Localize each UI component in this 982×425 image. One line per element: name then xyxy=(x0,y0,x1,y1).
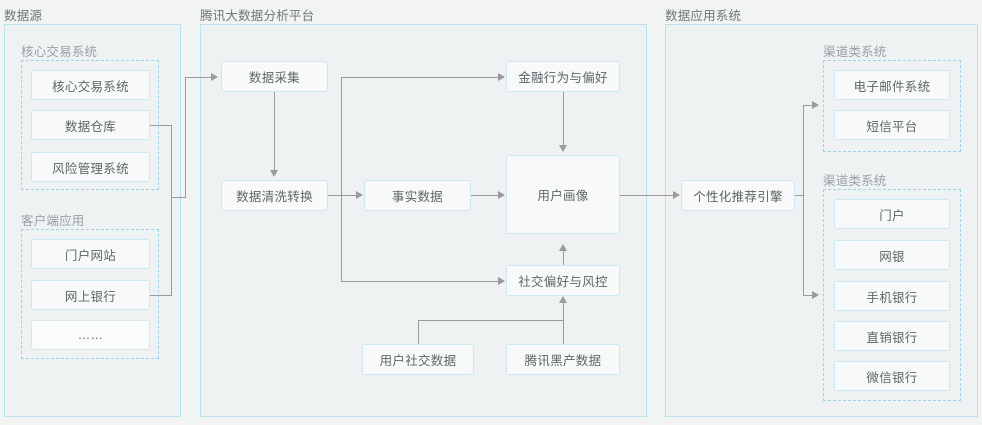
group-channel-systems-2 xyxy=(823,189,961,401)
node-data-collection[interactable]: 数据采集 xyxy=(221,61,328,92)
connector-clean-to-bus xyxy=(328,195,342,196)
group-client-apps xyxy=(21,229,159,359)
connector-to-channel-2 xyxy=(803,295,812,296)
node-direct-bank[interactable]: 直销银行 xyxy=(834,321,950,351)
connector-branch-to-finance xyxy=(341,77,498,78)
connector-engine-stub xyxy=(795,195,804,196)
node-tencent-black-data[interactable]: 腾讯黑产数据 xyxy=(506,344,620,375)
connector-finance-to-profile xyxy=(563,92,564,145)
node-user-social-data[interactable]: 用户社交数据 xyxy=(362,344,474,375)
connector-clean-to-fact xyxy=(328,195,356,196)
node-sms-platform[interactable]: 短信平台 xyxy=(834,110,950,140)
node-data-cleaning-transform[interactable]: 数据清洗转换 xyxy=(221,180,328,211)
connector-social-to-profile xyxy=(563,251,564,265)
node-mobile-bank[interactable]: 手机银行 xyxy=(834,281,950,311)
arrow-icon-to-channel-1 xyxy=(812,100,819,109)
panel-title-application: 数据应用系统 xyxy=(665,9,742,23)
node-core-trading-system[interactable]: 核心交易系统 xyxy=(31,70,150,100)
connector-source-bracket xyxy=(171,125,172,296)
node-internet-bank[interactable]: 网银 xyxy=(834,240,950,270)
arrow-icon-to-channel-2 xyxy=(812,290,819,299)
arrow-icon-to-collect xyxy=(211,72,218,81)
node-risk-management-system[interactable]: 风险管理系统 xyxy=(31,152,150,182)
group-title-channel-systems-1: 渠道类系统 xyxy=(823,45,887,59)
node-personalized-recommendation-engine[interactable]: 个性化推荐引擎 xyxy=(681,180,795,211)
node-portal[interactable]: 门户 xyxy=(834,199,950,229)
connector-collect-to-clean xyxy=(274,92,275,170)
node-data-warehouse[interactable]: 数据仓库 xyxy=(31,110,150,140)
panel-title-data-source: 数据源 xyxy=(4,9,43,23)
node-financial-behavior-preference[interactable]: 金融行为与偏好 xyxy=(506,61,620,92)
arrow-icon-to-social xyxy=(498,276,505,285)
node-wechat-bank[interactable]: 微信银行 xyxy=(834,361,950,391)
connector-application-bracket xyxy=(803,105,804,295)
connector-warehouse-stub xyxy=(150,125,172,126)
group-title-channel-systems-2: 渠道类系统 xyxy=(823,174,887,188)
arrow-icon-bottom-to-social xyxy=(558,296,567,303)
node-email-system[interactable]: 电子邮件系统 xyxy=(834,70,950,100)
connector-to-channel-1 xyxy=(803,105,812,106)
arrow-icon-to-clean xyxy=(269,170,278,177)
arrow-icon-to-fact xyxy=(356,190,363,199)
node-user-profile[interactable]: 用户画像 xyxy=(506,155,620,234)
connector-onlinebank-stub xyxy=(150,295,172,296)
node-online-banking[interactable]: 网上银行 xyxy=(31,280,150,310)
connector-branch-bus xyxy=(341,77,342,281)
node-fact-data[interactable]: 事实数据 xyxy=(364,180,471,211)
arrow-icon-to-engine xyxy=(673,190,680,199)
group-title-client-apps: 客户端应用 xyxy=(21,214,85,228)
connector-bracket-out xyxy=(171,197,186,198)
arrow-icon-social-to-profile xyxy=(558,244,567,251)
node-ellipsis[interactable]: …… xyxy=(31,320,150,350)
connector-branch-to-social xyxy=(341,281,498,282)
connector-merge-to-social xyxy=(563,303,564,320)
group-channel-systems-1 xyxy=(823,60,961,152)
connector-to-collect-vertical xyxy=(185,77,186,198)
connector-social-data-up xyxy=(418,320,419,344)
connector-to-collect-horizontal xyxy=(185,77,211,78)
arrow-icon-finance-to-profile xyxy=(558,145,567,152)
arrow-icon-to-finance xyxy=(498,72,505,81)
arrow-icon-to-profile xyxy=(498,190,505,199)
group-title-core-trading: 核心交易系统 xyxy=(21,45,98,59)
node-portal-website[interactable]: 门户网站 xyxy=(31,239,150,269)
connector-bottom-merge xyxy=(418,320,564,321)
connector-black-data-up xyxy=(563,320,564,344)
node-social-preference-risk-control[interactable]: 社交偏好与风控 xyxy=(506,265,620,296)
connector-fact-to-profile xyxy=(471,195,498,196)
panel-title-platform: 腾讯大数据分析平台 xyxy=(200,9,315,23)
connector-profile-to-engine xyxy=(620,195,673,196)
